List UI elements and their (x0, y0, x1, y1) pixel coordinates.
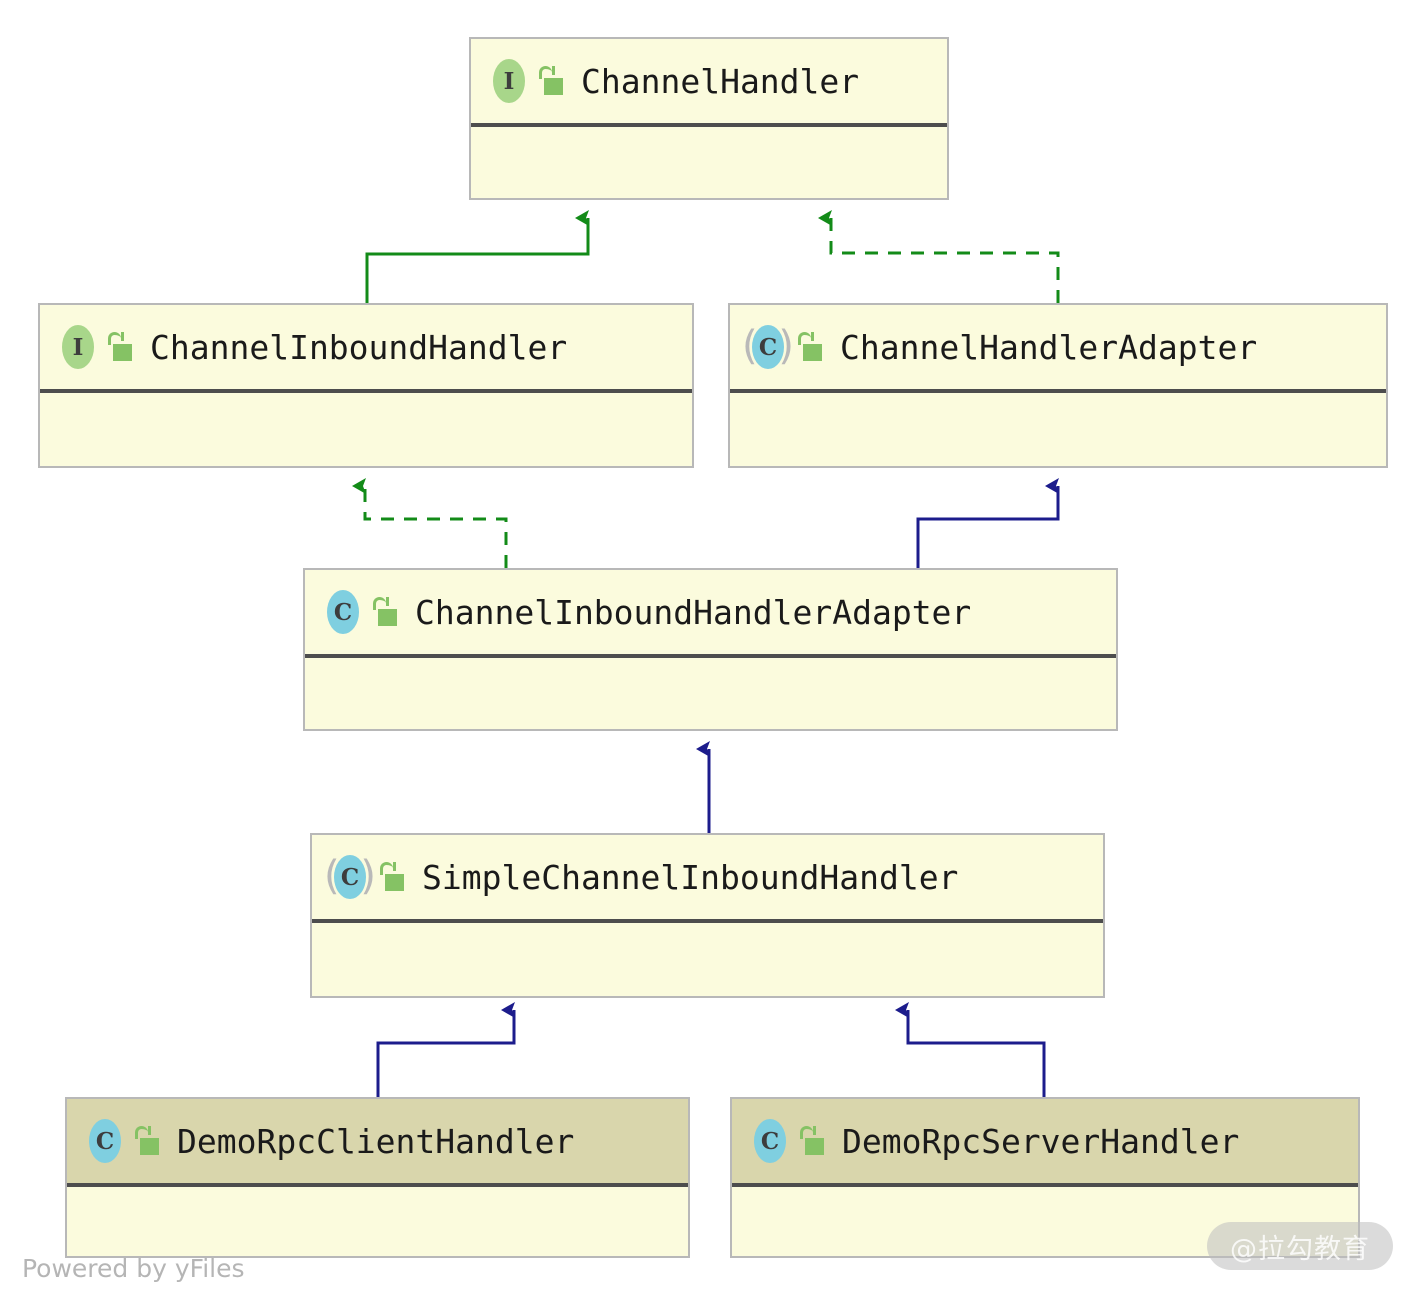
uml-members-compartment (305, 658, 1116, 729)
class-badge-letter: C (327, 590, 359, 634)
open-padlock-icon (371, 597, 397, 627)
yfiles-credit-label: Powered by yFiles (22, 1254, 245, 1283)
uml-class-channelhandleradapter[interactable]: ( C ) ChannelHandlerAdapter (728, 303, 1388, 468)
class-badge-icon: C (748, 1119, 792, 1163)
uml-header: C DemoRpcServerHandler (732, 1099, 1358, 1187)
open-padlock-icon (798, 1126, 824, 1156)
open-padlock-icon (106, 332, 132, 362)
open-padlock-icon (133, 1126, 159, 1156)
uml-header: ( C ) ChannelHandlerAdapter (730, 305, 1386, 393)
watermark-badge: @拉勾教育 (1207, 1222, 1393, 1270)
edge-demorpcclienthandler-to-simplechannelinboundhandler (376, 1002, 516, 1097)
uml-members-compartment (312, 923, 1103, 996)
interface-badge-letter: I (493, 59, 525, 103)
uml-header: I ChannelInboundHandler (40, 305, 692, 393)
uml-class-name: DemoRpcClientHandler (177, 1121, 575, 1161)
uml-class-name: ChannelInboundHandler (150, 327, 568, 367)
class-badge-letter: C (752, 325, 784, 369)
uml-class-name: DemoRpcServerHandler (842, 1121, 1240, 1161)
uml-header: ( C ) SimpleChannelInboundHandler (312, 835, 1103, 923)
uml-class-name: ChannelHandler (581, 61, 860, 101)
interface-badge-letter: I (62, 325, 94, 369)
class-badge-letter: C (754, 1119, 786, 1163)
uml-class-demorpcclienthandler[interactable]: C DemoRpcClientHandler (65, 1097, 690, 1258)
uml-header: C ChannelInboundHandlerAdapter (305, 570, 1116, 658)
class-badge-letter: C (89, 1119, 121, 1163)
class-badge-letter: C (334, 855, 366, 899)
uml-members-compartment (471, 127, 947, 198)
uml-class-channelinboundhandleradapter[interactable]: C ChannelInboundHandlerAdapter (303, 568, 1118, 731)
edge-channelinboundhandleradapter-to-channelhandleradapter (916, 478, 1060, 568)
edge-channelinboundhandler-to-channelhandler (365, 210, 590, 303)
open-padlock-icon (378, 862, 404, 892)
open-padlock-icon (537, 66, 563, 96)
uml-class-channelinboundhandler[interactable]: I ChannelInboundHandler (38, 303, 694, 468)
open-padlock-icon (796, 332, 822, 362)
watermark-text: @拉勾教育 (1230, 1233, 1370, 1265)
uml-members-compartment (40, 393, 692, 466)
uml-class-name: SimpleChannelInboundHandler (422, 857, 959, 897)
interface-badge-icon: I (56, 325, 100, 369)
uml-members-compartment (67, 1187, 688, 1256)
abstract-class-badge-icon: ( C ) (324, 855, 376, 899)
uml-header: C DemoRpcClientHandler (67, 1099, 688, 1187)
uml-class-simplechannelinboundhandler[interactable]: ( C ) SimpleChannelInboundHandler (310, 833, 1105, 998)
edge-demorpcserverhandler-to-simplechannelinboundhandler (895, 1002, 1046, 1097)
class-badge-icon: C (321, 590, 365, 634)
edge-channelinboundhandleradapter-to-channelinboundhandler (352, 478, 508, 568)
abstract-class-badge-icon: ( C ) (742, 325, 794, 369)
uml-members-compartment (730, 393, 1386, 466)
uml-class-channelhandler[interactable]: I ChannelHandler (469, 37, 949, 200)
uml-header: I ChannelHandler (471, 39, 947, 127)
class-badge-icon: C (83, 1119, 127, 1163)
uml-class-name: ChannelHandlerAdapter (840, 327, 1258, 367)
uml-class-name: ChannelInboundHandlerAdapter (415, 592, 972, 632)
abstract-paren-right: ) (360, 853, 376, 899)
abstract-paren-right: ) (778, 323, 794, 369)
interface-badge-icon: I (487, 59, 531, 103)
edge-channelhandleradapter-to-channelhandler (818, 210, 1060, 303)
